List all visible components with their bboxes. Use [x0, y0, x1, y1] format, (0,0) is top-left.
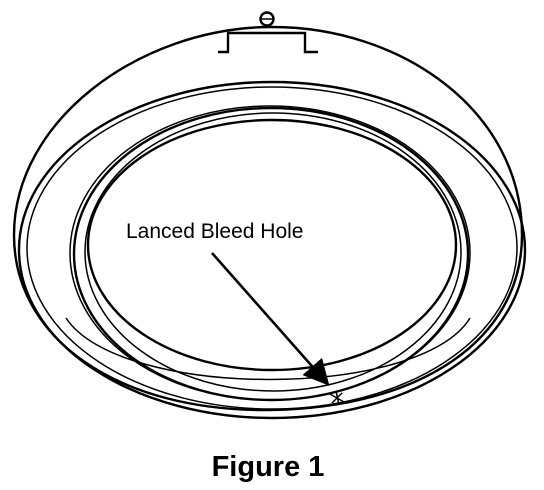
outer-shell [12, 25, 524, 412]
figure-caption: Figure 1 [212, 451, 325, 483]
outer-ring-inner-edge [26, 86, 518, 410]
bleed-hole-mark [329, 390, 345, 406]
callout-arrow [211, 252, 330, 386]
bottom-band [65, 317, 471, 381]
tab-screw-icon [259, 11, 275, 27]
inner-ring-mid [84, 112, 462, 392]
center-opening [86, 118, 458, 372]
callout-label: Lanced Bleed Hole [126, 220, 303, 243]
inner-ring-outer [72, 106, 470, 402]
mounting-tab [218, 31, 318, 54]
outer-ring [17, 80, 527, 420]
